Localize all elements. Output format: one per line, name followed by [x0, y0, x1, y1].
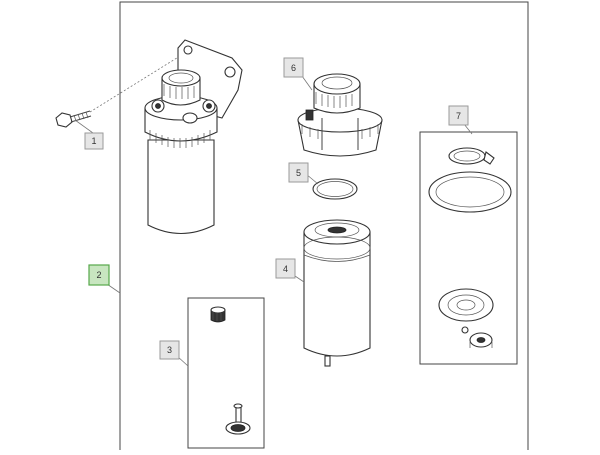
- callout-6[interactable]: 6: [283, 57, 304, 78]
- seal-kit-parts[interactable]: [428, 147, 512, 348]
- water-separator-bowl-part[interactable]: [297, 73, 383, 157]
- svg-text:7: 7: [456, 111, 461, 121]
- fuel-filter-element-part[interactable]: [303, 219, 371, 367]
- svg-text:5: 5: [296, 168, 301, 178]
- callout-2[interactable]: 2: [88, 264, 110, 286]
- callout-4[interactable]: 4: [275, 258, 296, 279]
- drain-plug-kit-parts[interactable]: [210, 306, 251, 435]
- callout-3[interactable]: 3: [159, 340, 180, 360]
- dashed-guide-line: [89, 55, 181, 113]
- filter-assembly-part[interactable]: [144, 39, 243, 234]
- callout-1[interactable]: 1: [84, 132, 104, 150]
- bolt-part[interactable]: [55, 110, 92, 128]
- svg-text:3: 3: [167, 345, 172, 355]
- callout-7[interactable]: 7: [448, 105, 469, 126]
- svg-text:1: 1: [91, 136, 96, 146]
- o-ring-part[interactable]: [312, 178, 358, 200]
- leader-lines: [74, 75, 473, 367]
- svg-text:2: 2: [96, 270, 101, 280]
- svg-text:6: 6: [291, 63, 296, 73]
- svg-text:4: 4: [283, 264, 288, 274]
- seal-kit-box: [419, 131, 518, 365]
- drain-plug-kit-box: [187, 297, 265, 449]
- assembly-frame: [119, 1, 529, 450]
- callout-5[interactable]: 5: [288, 162, 309, 183]
